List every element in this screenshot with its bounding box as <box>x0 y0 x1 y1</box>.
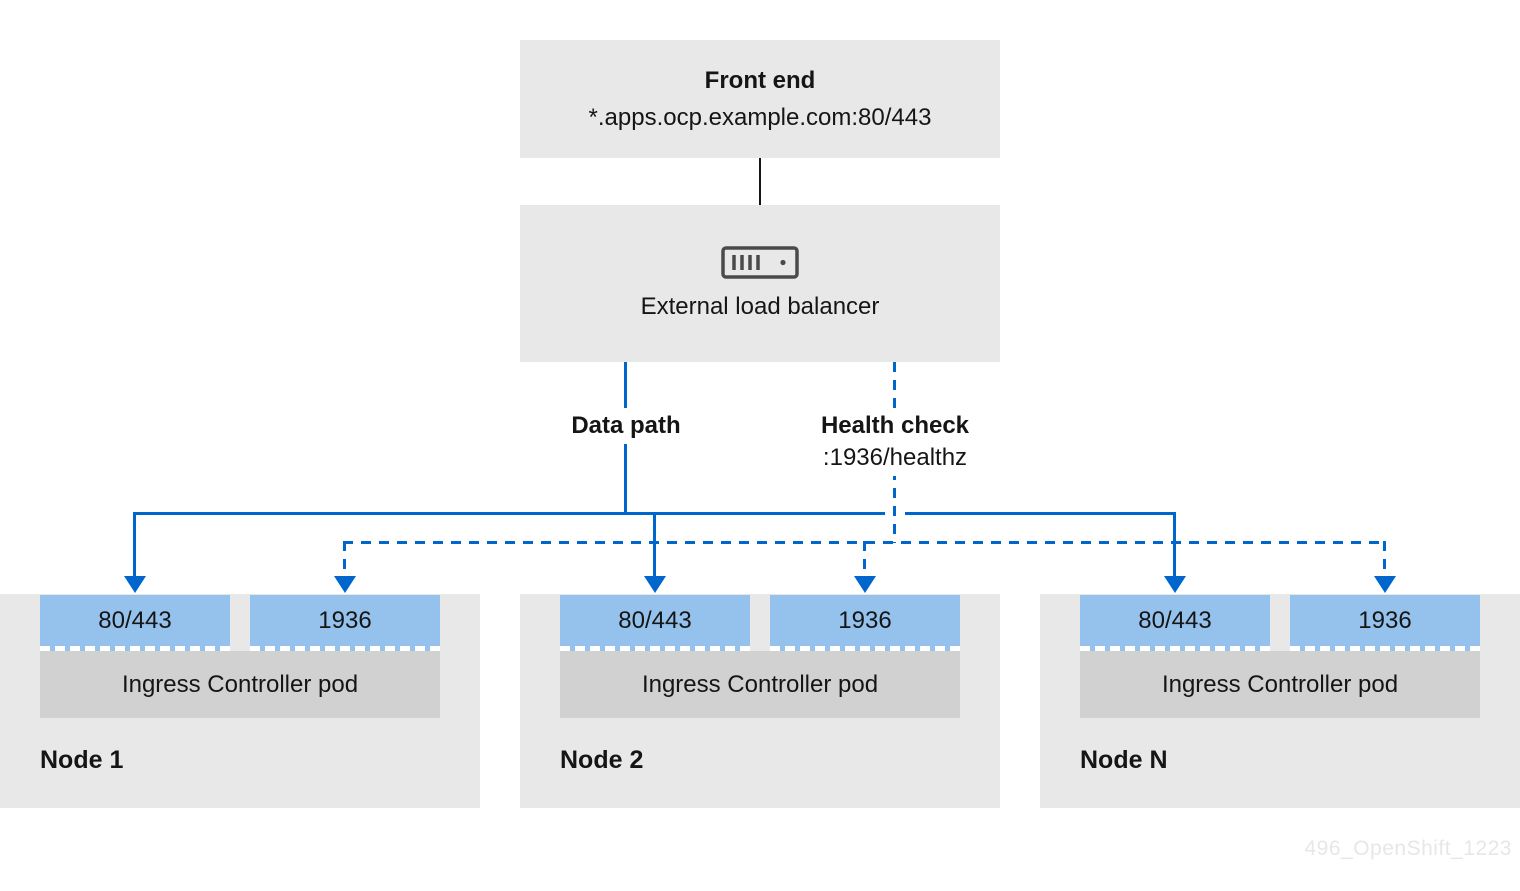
load-balancer-box: External load balancer <box>520 205 1000 362</box>
arrow-down-icon <box>124 576 146 593</box>
health-check-drop-nodeN <box>1383 541 1386 577</box>
health-check-label: Health check :1936/healthz <box>810 408 980 476</box>
port-box-1936: 1936 <box>1290 595 1480 651</box>
data-path-drop-node2 <box>653 512 656 577</box>
health-check-endpoint: :1936/healthz <box>822 444 968 471</box>
watermark: 496_OpenShift_1223 <box>1304 837 1512 860</box>
data-path-line-horizontal-left <box>133 512 885 515</box>
ingress-controller-pod: Ingress Controller pod <box>560 651 960 718</box>
health-check-label-text: Health check <box>820 412 970 439</box>
data-path-label-text: Data path <box>571 412 681 439</box>
ingress-controller-pod: Ingress Controller pod <box>40 651 440 718</box>
front-end-title: Front end <box>704 66 816 94</box>
port-box-80-443: 80/443 <box>1080 595 1270 651</box>
health-check-drop-node2 <box>863 541 866 577</box>
front-end-box: Front end *.apps.ocp.example.com:80/443 <box>520 40 1000 158</box>
port-box-1936: 1936 <box>250 595 440 651</box>
port-box-80-443: 80/443 <box>40 595 230 651</box>
node-1-card: 80/443 1936 Ingress Controller pod Node … <box>0 594 480 808</box>
node-name: Node N <box>1080 746 1168 774</box>
data-path-drop-nodeN <box>1173 512 1176 577</box>
load-balancer-label: External load balancer <box>640 293 880 320</box>
arrow-down-icon <box>854 576 876 593</box>
arrow-down-icon <box>1164 576 1186 593</box>
arrow-down-icon <box>334 576 356 593</box>
arrow-down-icon <box>1374 576 1396 593</box>
port-box-1936: 1936 <box>770 595 960 651</box>
health-check-drop-node1 <box>343 541 346 577</box>
data-path-label: Data path <box>561 408 691 444</box>
node-2-card: 80/443 1936 Ingress Controller pod Node … <box>520 594 1000 808</box>
front-end-subtitle: *.apps.ocp.example.com:80/443 <box>588 103 932 131</box>
data-path-drop-node1 <box>133 512 136 577</box>
arrow-down-icon <box>644 576 666 593</box>
port-box-80-443: 80/443 <box>560 595 750 651</box>
ingress-controller-pod: Ingress Controller pod <box>1080 651 1480 718</box>
node-name: Node 1 <box>40 746 124 774</box>
server-icon <box>721 246 799 279</box>
frontend-to-lb-connector <box>759 158 761 205</box>
node-name: Node 2 <box>560 746 644 774</box>
data-path-line-horizontal-right <box>905 512 1176 515</box>
node-n-card: 80/443 1936 Ingress Controller pod Node … <box>1040 594 1520 808</box>
